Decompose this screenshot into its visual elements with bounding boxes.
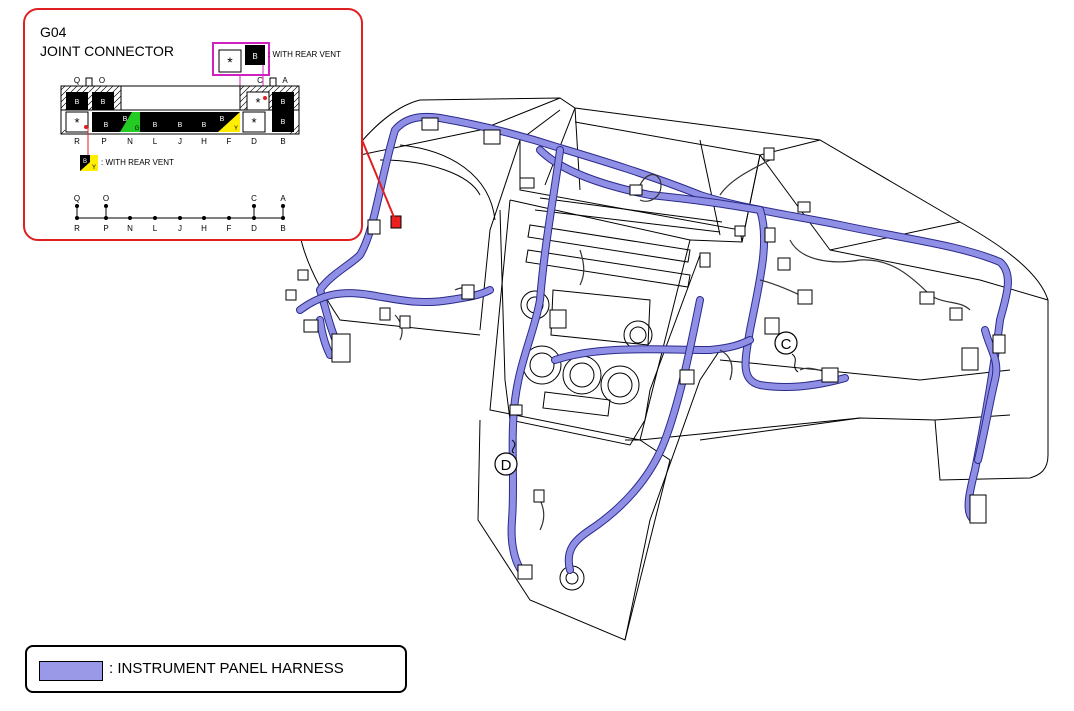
svg-text:G: G	[135, 126, 140, 132]
svg-text:B: B	[153, 122, 158, 129]
svg-text:*: *	[74, 115, 79, 130]
svg-text:B: B	[123, 116, 128, 123]
svg-text:B: B	[202, 122, 207, 129]
connector-title: JOINT CONNECTOR	[40, 43, 174, 59]
svg-text:B: B	[178, 122, 183, 129]
joint-connector-inset: G04 JOINT CONNECTOR * B : WITH REAR VENT…	[23, 8, 363, 241]
svg-text:C: C	[781, 336, 792, 353]
legend-swatch	[39, 661, 103, 681]
svg-text:L: L	[153, 137, 158, 146]
svg-text:D: D	[251, 137, 257, 146]
svg-text:O: O	[103, 194, 109, 203]
svg-text:Q: Q	[74, 194, 80, 203]
svg-text:H: H	[201, 224, 207, 233]
svg-text:F: F	[227, 137, 232, 146]
legend: : INSTRUMENT PANEL HARNESS	[25, 645, 407, 693]
svg-text:P: P	[101, 137, 106, 146]
svg-text:B: B	[280, 224, 285, 233]
rear-vent-note: : WITH REAR VENT	[268, 50, 341, 59]
svg-text:B: B	[75, 99, 80, 106]
svg-text:L: L	[153, 224, 158, 233]
svg-text:B: B	[220, 116, 225, 123]
asterisk-cell: *	[227, 54, 233, 70]
svg-text:Y: Y	[234, 126, 238, 132]
svg-text:F: F	[227, 224, 232, 233]
marker-d: D	[494, 439, 518, 476]
svg-text:R: R	[74, 137, 80, 146]
instrument-panel-harness	[296, 112, 1012, 579]
svg-text:H: H	[201, 137, 207, 146]
branch-wires	[394, 159, 971, 531]
svg-text:B: B	[104, 122, 109, 129]
svg-text:N: N	[127, 137, 133, 146]
svg-text:B: B	[101, 99, 106, 106]
svg-text:J: J	[178, 137, 182, 146]
marker-c: C	[774, 331, 799, 373]
rear-vent-note-2: : WITH REAR VENT	[101, 158, 174, 167]
legend-label: : INSTRUMENT PANEL HARNESS	[109, 660, 344, 677]
svg-text:J: J	[178, 224, 182, 233]
svg-text:N: N	[127, 224, 133, 233]
svg-text:B: B	[281, 119, 286, 126]
connector-code: G04	[40, 24, 67, 40]
svg-text:B: B	[252, 52, 257, 61]
svg-text:*: *	[255, 95, 260, 110]
svg-text:Y: Y	[92, 165, 96, 171]
svg-text:*: *	[251, 115, 256, 130]
callout-line	[361, 139, 397, 223]
dashboard-outline	[299, 97, 1049, 641]
svg-text:P: P	[103, 224, 108, 233]
svg-text:B: B	[280, 137, 285, 146]
bottom-pin-labels: R P N L J H F D B	[74, 137, 286, 146]
connector-face: B B * B B * B B G B B B B Y *	[60, 77, 300, 135]
svg-text:A: A	[282, 76, 288, 85]
svg-text:D: D	[501, 457, 512, 474]
svg-text:R: R	[74, 224, 80, 233]
svg-text:O: O	[99, 76, 105, 85]
svg-text:A: A	[280, 194, 286, 203]
svg-text:C: C	[251, 194, 257, 203]
svg-text:Q: Q	[74, 76, 80, 85]
svg-text:D: D	[251, 224, 257, 233]
svg-text:B: B	[281, 99, 286, 106]
svg-text:C: C	[257, 76, 263, 85]
svg-text:B: B	[83, 159, 87, 165]
joint-schematic: Q O C A R P N L J H F D B	[74, 194, 286, 233]
rear-vent-box	[212, 42, 270, 76]
